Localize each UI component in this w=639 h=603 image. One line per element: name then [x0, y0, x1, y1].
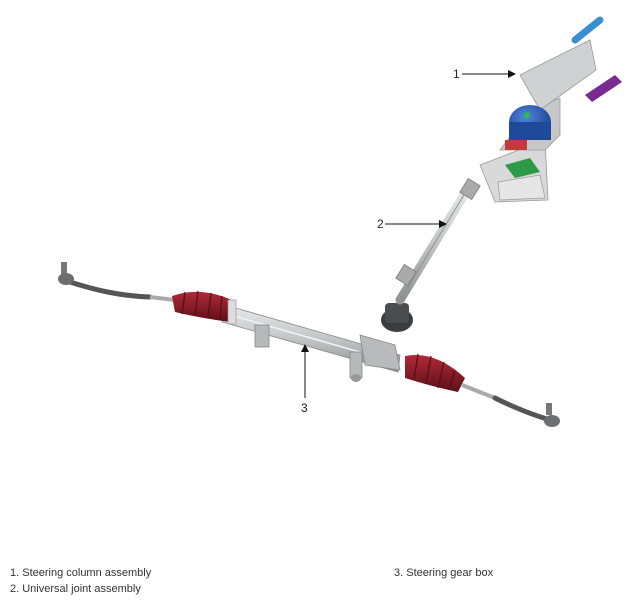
right-boot [405, 353, 465, 392]
callout-number-3: 3 [301, 401, 308, 415]
steering-column-assembly [479, 16, 622, 203]
universal-joint-assembly [395, 177, 481, 305]
pinion-housing [381, 303, 413, 332]
legend-item-3: 3. Steering gear box [394, 567, 494, 579]
right-tie-rod [461, 383, 560, 427]
steering-system-diagram [58, 16, 622, 427]
left-boot [172, 290, 237, 325]
legend-item-1: 1. Steering column assembly [10, 567, 152, 579]
callout-number-2: 2 [377, 217, 384, 231]
left-tie-rod [58, 262, 176, 302]
steering-gear-box [221, 304, 401, 382]
legend-left: 1. Steering column assembly 2. Universal… [10, 565, 151, 597]
callout-number-1: 1 [453, 67, 460, 81]
legend-item-2: 2. Universal joint assembly [10, 583, 141, 595]
legend-right: 3. Steering gear box [394, 565, 493, 581]
tilt-lever [585, 75, 622, 102]
shaft-end [571, 16, 604, 44]
